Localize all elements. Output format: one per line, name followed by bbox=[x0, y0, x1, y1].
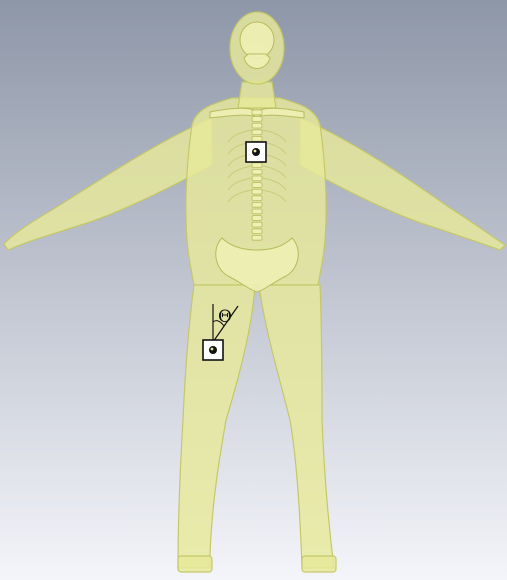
vertebra bbox=[252, 169, 262, 174]
vertebra bbox=[252, 229, 262, 234]
vertebra bbox=[252, 209, 262, 214]
left-foot bbox=[178, 556, 212, 572]
vertebra bbox=[252, 189, 262, 194]
thigh-sensor-marker[interactable] bbox=[203, 340, 223, 360]
vertebra bbox=[252, 176, 262, 181]
vertebra bbox=[252, 123, 262, 128]
vertebra bbox=[252, 183, 262, 188]
vertebra bbox=[252, 136, 262, 141]
chest-sensor-marker[interactable] bbox=[246, 142, 266, 162]
vertebra bbox=[252, 163, 262, 168]
vertebra bbox=[252, 216, 262, 221]
skull bbox=[240, 22, 274, 58]
vertebra bbox=[252, 222, 262, 227]
vertebra bbox=[252, 235, 262, 240]
vertebra bbox=[252, 202, 262, 207]
angle-label: Θ bbox=[218, 307, 232, 327]
right-foot bbox=[302, 556, 336, 572]
neck bbox=[238, 82, 276, 108]
thigh-sensor-icon bbox=[209, 346, 217, 354]
vertebra bbox=[252, 130, 262, 135]
vertebra bbox=[252, 117, 262, 122]
chest-sensor-dot bbox=[254, 150, 257, 153]
vertebra bbox=[252, 110, 262, 115]
vertebra bbox=[252, 196, 262, 201]
thigh-sensor-dot bbox=[211, 348, 214, 351]
chest-sensor-icon bbox=[252, 148, 260, 156]
